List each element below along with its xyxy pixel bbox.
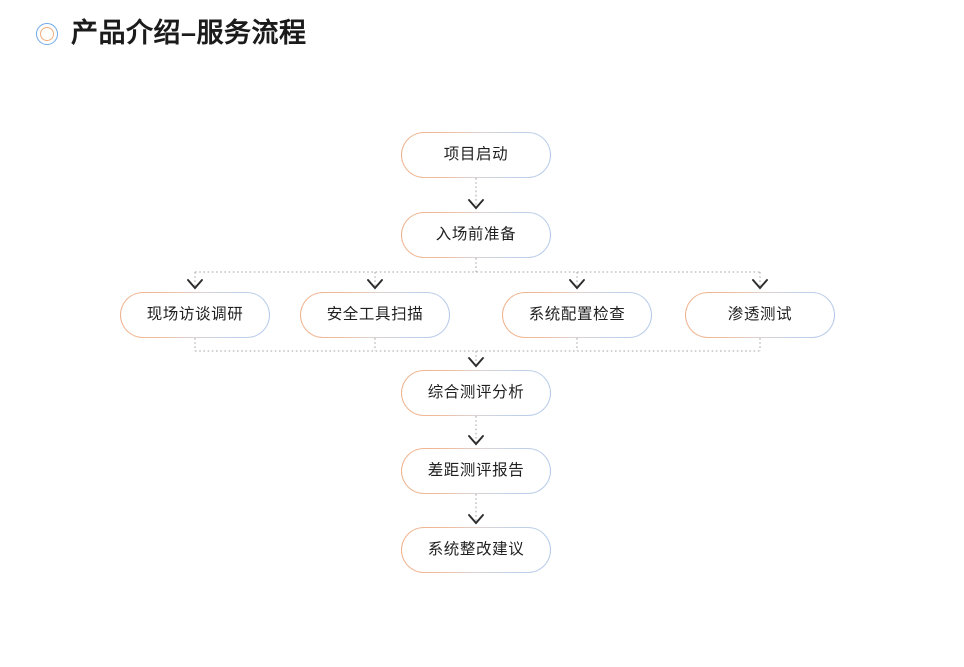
flow-node-pre-entry-preparation[interactable]: 入场前准备 [401, 212, 551, 258]
flow-node-onsite-interview-research[interactable]: 现场访谈调研 [120, 292, 270, 338]
double-ring-icon [36, 22, 58, 45]
page-title: 产品介绍–服务流程 [71, 18, 307, 48]
flow-node-label: 差距测评报告 [427, 462, 525, 480]
flow-node-label: 系统整改建议 [427, 541, 525, 559]
flow-node-system-rectification-advice[interactable]: 系统整改建议 [401, 527, 551, 573]
flow-node-comprehensive-assessment-analysis[interactable]: 综合测评分析 [401, 370, 551, 416]
flow-node-label: 系统配置检查 [528, 306, 626, 324]
flow-node-project-launch[interactable]: 项目启动 [401, 132, 551, 178]
flow-node-security-tool-scan[interactable]: 安全工具扫描 [300, 292, 450, 338]
flow-node-label: 渗透测试 [727, 306, 793, 324]
page-title-row: 产品介绍–服务流程 [36, 20, 307, 47]
ring-inner [40, 26, 54, 41]
flow-node-system-config-check[interactable]: 系统配置检查 [502, 292, 652, 338]
ring-outer [36, 22, 58, 45]
flow-node-label: 安全工具扫描 [326, 306, 424, 324]
flow-node-label: 综合测评分析 [427, 384, 525, 402]
flow-node-penetration-test[interactable]: 渗透测试 [685, 292, 835, 338]
flow-node-label: 项目启动 [443, 146, 509, 164]
flow-node-label: 入场前准备 [435, 226, 517, 244]
flow-node-label: 现场访谈调研 [146, 306, 244, 324]
flow-node-gap-assessment-report[interactable]: 差距测评报告 [401, 448, 551, 494]
